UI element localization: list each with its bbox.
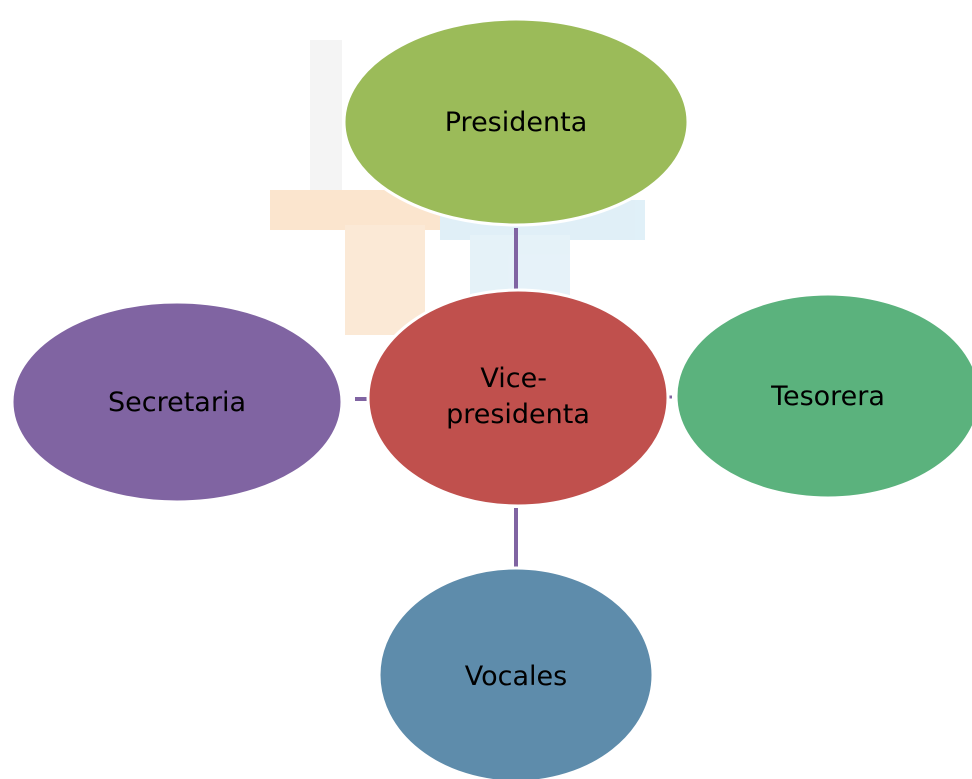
node-tesorera-label: Tesorera xyxy=(770,381,885,412)
node-secretaria-label: Secretaria xyxy=(108,387,246,418)
node-vicepresidenta-shape xyxy=(366,288,670,508)
node-secretaria: Secretaria xyxy=(10,300,344,504)
node-vocales: Vocales xyxy=(377,566,655,779)
node-presidenta: Presidenta xyxy=(342,17,690,227)
watermark-blue-block xyxy=(470,235,570,295)
node-presidenta-label: Presidenta xyxy=(445,107,588,138)
watermark-orange-block xyxy=(345,225,425,335)
node-vicepresidenta-label-line1: Vice- xyxy=(480,363,547,394)
node-tesorera-shape xyxy=(674,292,972,500)
node-tesorera: Tesorera xyxy=(674,292,972,500)
node-secretaria-shape xyxy=(10,300,344,504)
node-vicepresidenta-label: Vice- presidenta xyxy=(446,363,590,430)
node-vicepresidenta-label-line2: presidenta xyxy=(446,399,590,430)
node-vocales-shape xyxy=(377,566,655,779)
node-presidenta-shape xyxy=(342,17,690,227)
node-vocales-label: Vocales xyxy=(465,661,567,692)
node-vicepresidenta: Vice- presidenta xyxy=(366,288,670,508)
